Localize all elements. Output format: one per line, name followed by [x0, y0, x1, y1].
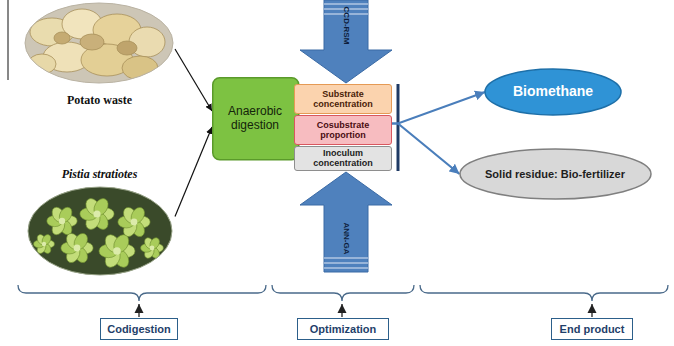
node-label: Anaerobic digestion — [214, 105, 296, 132]
text-holder: Optimization — [298, 319, 388, 339]
method-label: ANN-GA — [342, 222, 351, 254]
product-ellipse: Solid residue: Bio-fertilizer — [459, 148, 652, 200]
group-brace — [18, 285, 266, 301]
node-label: Potato waste — [67, 94, 132, 107]
collector-bar — [397, 84, 400, 171]
text-holder: Cosubstrate proportion — [295, 116, 391, 144]
plant-photo — [22, 184, 177, 278]
stage-box: Codigestion — [100, 318, 178, 340]
flow-arrow — [175, 49, 212, 111]
product-ellipse: Biomethane — [484, 68, 622, 116]
digester-box — [213, 78, 299, 160]
node-shape — [22, 2, 177, 86]
node-label: Solid residue: Bio-fertilizer — [485, 168, 625, 180]
node-label: Substrate concentration — [298, 89, 388, 109]
node-label: Codigestion — [107, 323, 171, 335]
node-label: Biomethane — [513, 84, 593, 100]
block-arrow — [300, 172, 392, 272]
node-shape — [22, 166, 177, 278]
text-holder: Codigestion — [101, 319, 177, 339]
text-holder: Potato waste — [22, 90, 177, 112]
text-holder: ANN-GA — [296, 205, 396, 272]
node-label: Cosubstrate proportion — [298, 120, 388, 140]
photo-node: Pistia stratiotes — [22, 166, 177, 278]
photo-node: Potato waste — [22, 2, 177, 114]
process-box: Anaerobic digestionSubstrate concentrati… — [212, 77, 392, 170]
block-arrow — [300, 0, 392, 83]
group-brace — [272, 285, 414, 301]
pointer-arrow — [138, 304, 139, 317]
stage-box: Optimization — [297, 318, 389, 340]
flow-arrow — [392, 92, 485, 124]
text-holder: Pistia stratiotes — [22, 166, 177, 184]
margin-rule — [8, 0, 9, 80]
parameter-box: Inoculum concentration — [294, 146, 392, 171]
node-shape — [296, 172, 396, 272]
text-holder: End product — [552, 319, 632, 339]
group-brace — [420, 285, 668, 301]
node-label: Pistia stratiotes — [62, 168, 138, 181]
node-label: End product — [560, 323, 625, 335]
method-label: CCD-RSM — [342, 6, 351, 44]
pointer-arrow — [139, 304, 592, 317]
pointer-arrow — [591, 304, 592, 317]
node-label: Inoculum concentration — [298, 148, 388, 168]
product-ellipse — [460, 149, 651, 199]
text-holder: CCD-RSM — [296, 0, 396, 50]
node-label: Optimization — [310, 323, 377, 335]
stage-box: End product — [551, 318, 633, 340]
text-holder: Solid residue: Bio-fertilizer — [459, 148, 652, 200]
text-holder: Biomethane — [484, 68, 622, 116]
group-brace — [18, 285, 668, 301]
flow-arrow — [392, 124, 460, 175]
method-arrow: CCD-RSM — [296, 0, 396, 83]
flow-arrow — [175, 127, 212, 216]
pointer-arrow — [341, 304, 342, 317]
product-ellipse — [485, 69, 621, 115]
parameter-box: Cosubstrate proportion — [294, 115, 392, 145]
text-holder: Inoculum concentration — [295, 147, 391, 170]
potato-photo — [22, 2, 177, 86]
method-arrow: ANN-GA — [296, 172, 396, 272]
parameter-box: Substrate concentration — [294, 84, 392, 114]
text-holder: Substrate concentration — [295, 85, 391, 113]
